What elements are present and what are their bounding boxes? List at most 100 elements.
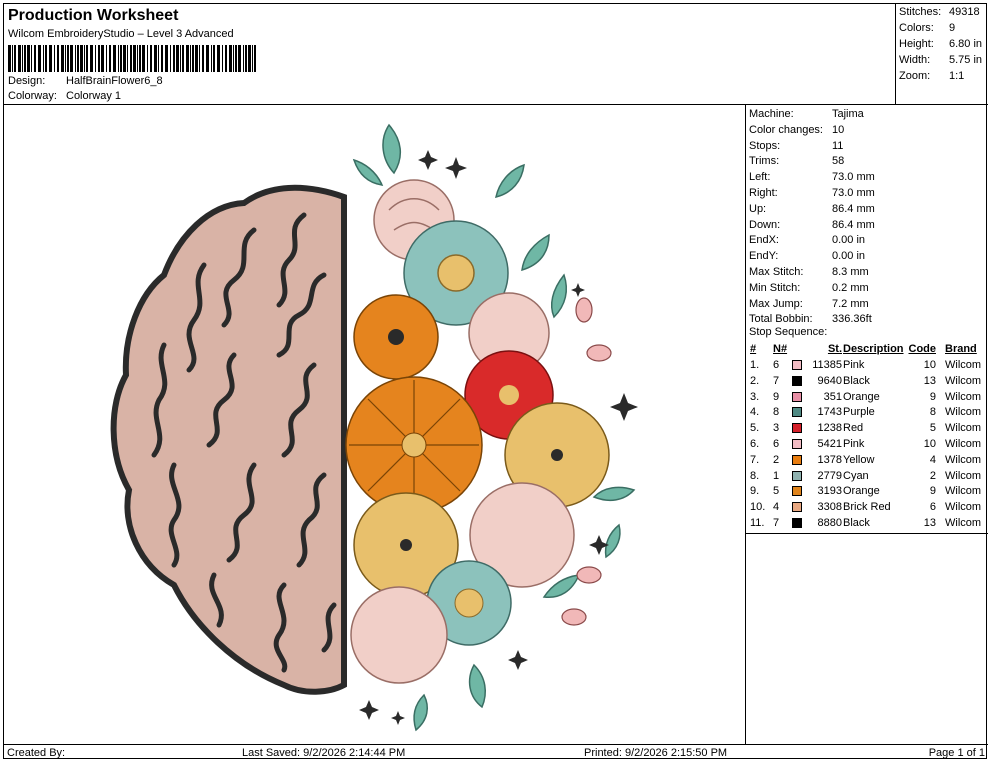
- cell-brand: Wilcom: [945, 359, 982, 371]
- cell-stitches: 3308: [817, 501, 842, 514]
- summary-label: Stitches:: [899, 6, 942, 18]
- summary-label: Width:: [899, 54, 931, 66]
- barcode-bar: [182, 45, 184, 72]
- color-swatch: [792, 470, 802, 481]
- cell-brand: Wilcom: [945, 390, 982, 403]
- color-swatch: [792, 502, 802, 513]
- barcode-image: [8, 45, 256, 72]
- cell-needle: 1: [773, 469, 780, 482]
- cell-code: 2: [929, 469, 936, 482]
- summary-value: 1:1: [949, 70, 965, 82]
- sparkle-icon: [610, 393, 638, 421]
- info-label: Total Bobbin:: [749, 313, 813, 326]
- color-swatch: [792, 486, 802, 497]
- sparkle-icon: [445, 157, 467, 179]
- sparkle-icon: [508, 650, 528, 670]
- barcode-bar: [233, 45, 234, 72]
- leaf-shape: [468, 663, 487, 709]
- barcode-bar: [120, 45, 122, 72]
- worksheet-header: Production Worksheet Wilcom EmbroiderySt…: [4, 4, 896, 105]
- summary-value: 49318: [949, 6, 980, 18]
- cell-code: 4: [929, 453, 936, 466]
- cell-stitches: 2779: [817, 469, 842, 482]
- colorway-label: Colorway:: [8, 90, 57, 102]
- cell-index: 8.: [750, 469, 760, 482]
- info-row: Color changes:10: [749, 124, 844, 136]
- summary-row: Stitches: 49318: [899, 6, 987, 18]
- leaf-shape: [542, 574, 581, 599]
- barcode-bar: [192, 45, 194, 72]
- embroidery-design-image: [110, 123, 638, 732]
- barcode-bar: [61, 45, 64, 72]
- barcode-bar: [190, 45, 191, 72]
- sparkle-icon: [359, 700, 379, 720]
- worksheet: Production Worksheet Wilcom EmbroiderySt…: [3, 3, 988, 760]
- sparkle-icon: [418, 150, 438, 170]
- barcode-bar: [31, 45, 32, 72]
- summary-label: Colors:: [899, 22, 934, 34]
- info-label: EndY:: [749, 250, 779, 263]
- info-value: 0.00 in: [832, 234, 866, 247]
- cell-needle: 7: [773, 517, 780, 529]
- info-row: Left:73.0 mm: [749, 171, 875, 183]
- cell-stitches: 3193: [817, 485, 842, 498]
- barcode-bar: [161, 45, 163, 72]
- cell-needle: 4: [773, 501, 780, 514]
- info-row: Stops:11: [749, 140, 843, 152]
- barcode-bar: [24, 45, 26, 72]
- worksheet-footer: Created By: Last Saved: 9/2/2026 2:14:44…: [4, 744, 988, 760]
- cell-code: 9: [929, 485, 936, 498]
- cell-needle: 5: [773, 485, 780, 498]
- info-label: Up:: [749, 202, 767, 215]
- page-title: Production Worksheet: [8, 7, 179, 24]
- flower-orange-big: [345, 376, 483, 514]
- cell-needle: 7: [773, 374, 780, 387]
- cell-code: 10: [923, 438, 936, 450]
- barcode-bar: [8, 45, 11, 72]
- bud-shape: [576, 566, 602, 584]
- cell-description: Black: [843, 374, 870, 387]
- design-preview: [4, 105, 746, 744]
- cell-stitches: 1743: [817, 406, 842, 419]
- info-label: Trims:: [749, 155, 780, 168]
- bud-shape: [561, 608, 587, 626]
- sparkle-icon: [391, 711, 405, 725]
- info-label: Min Stitch:: [749, 281, 801, 294]
- cell-needle: 8: [773, 406, 780, 419]
- cell-needle: 9: [773, 390, 780, 403]
- barcode-bar: [49, 45, 52, 72]
- info-value: 8.3 mm: [832, 266, 869, 278]
- info-value: 336.36ft: [832, 313, 872, 326]
- barcode-bar: [95, 45, 96, 72]
- barcode-bar: [229, 45, 232, 72]
- barcode-bar: [77, 45, 79, 72]
- summary-row: Zoom: 1:1: [899, 70, 987, 82]
- barcode-bar: [248, 45, 251, 72]
- header-brand: Brand: [945, 343, 977, 355]
- summary-row: Colors: 9: [899, 22, 987, 34]
- barcode-bar: [22, 45, 23, 72]
- summary-label: Zoom:: [899, 70, 931, 82]
- cell-code: 8: [929, 406, 936, 419]
- barcode-bar: [137, 45, 138, 72]
- info-row: Total Bobbin: 336.36ft: [749, 313, 872, 325]
- cell-brand: Wilcom: [945, 422, 982, 435]
- summary-value: 9: [949, 22, 956, 34]
- header-needle: N#: [773, 343, 788, 355]
- header-stitches: St.: [827, 343, 842, 355]
- color-swatch: [792, 407, 802, 418]
- barcode-bar: [186, 45, 189, 72]
- info-label: Machine:: [749, 108, 794, 120]
- leaf-shape: [521, 233, 550, 272]
- barcode-bar: [80, 45, 83, 72]
- cell-description: Purple: [843, 406, 875, 419]
- color-swatch: [792, 518, 802, 528]
- barcode-bar: [118, 45, 119, 72]
- barcode-bar: [254, 45, 256, 72]
- barcode-bar: [27, 45, 30, 72]
- info-value: 0.00 in: [832, 250, 866, 263]
